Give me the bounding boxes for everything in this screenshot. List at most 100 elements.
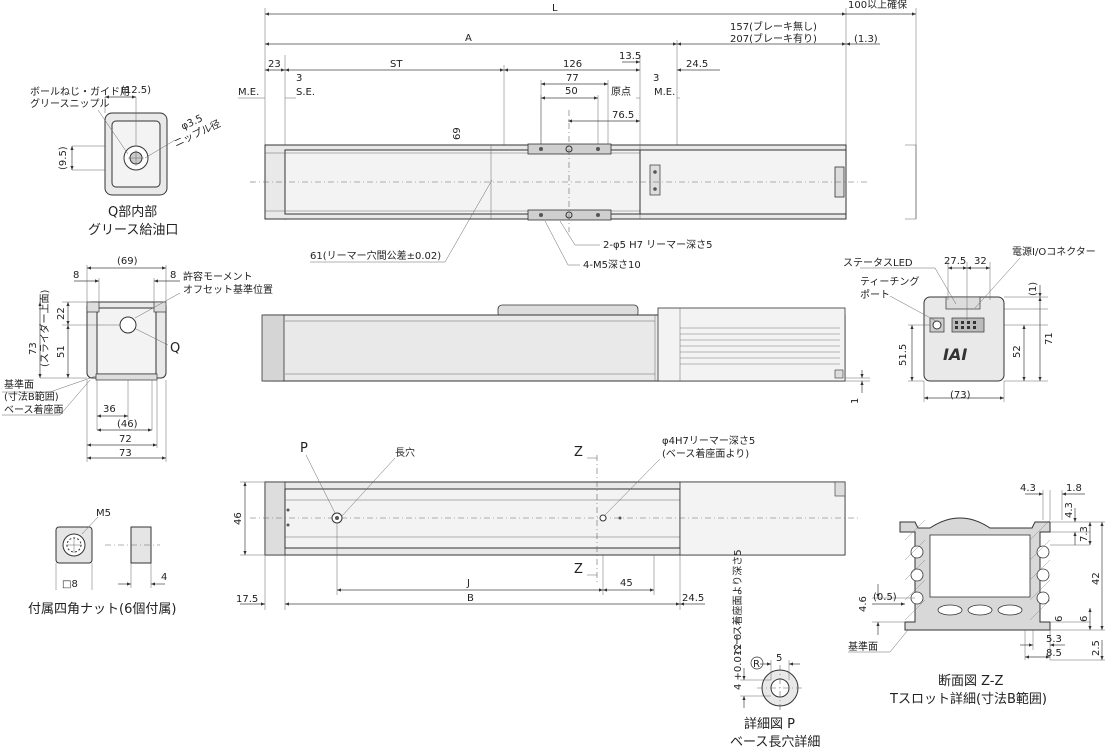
dim-with-brake: 207(ブレーキ有り) [730, 32, 817, 45]
caption-p-1: 詳細図 P [744, 716, 795, 732]
dim-27-5: 27.5 [944, 256, 966, 267]
dim-50: 50 [565, 86, 578, 97]
dim-3b: 3 [653, 73, 659, 84]
dim-6a: 6 [1079, 616, 1090, 622]
dim-51: 51 [56, 345, 67, 358]
label-me-right: M.E. [654, 87, 675, 98]
dim-32: 32 [974, 256, 987, 267]
label-me-left: M.E. [238, 87, 259, 98]
dim-1-front: 1 [850, 398, 861, 404]
top-view: L 100以上確保 157(ブレーキ無し) 207(ブレーキ有り) (1.3) … [238, 0, 917, 271]
dim-clearance: 100以上確保 [848, 0, 907, 11]
caption-z-1: 断面図 Z-Z [938, 674, 1004, 689]
dim-73: 73 [28, 342, 39, 355]
dim-4-nut: 4 [161, 572, 167, 583]
dim-3a: 3 [296, 73, 302, 84]
label-teaching-port-2: ポート [860, 289, 890, 301]
label-q: Q [170, 341, 180, 356]
dim-4-3: 4.3 [1020, 483, 1036, 494]
dim-4-tol: 4 +0.012 0 [733, 634, 744, 690]
dim-1-3: (1.3) [854, 34, 878, 45]
side-view-left: (69) 8 8 許容モーメント オフセット基準位置 22 51 73 (スライ… [2, 256, 273, 462]
label-d4h7-1: φ4H7リーマー深さ5 [662, 435, 755, 447]
dim-1-paren: (1) [1028, 282, 1039, 296]
detail-q: (12.5) (9.5) ボールねじ・ガイド用 グリースニップル φ3.5 ニッ… [30, 85, 223, 238]
dim-69: 69 [452, 127, 463, 140]
label-grease-nipple-2: グリースニップル [30, 97, 110, 110]
dim-4-6: 4.6 [858, 596, 869, 612]
dim-51-5: 51.5 [898, 344, 909, 366]
dim-76-5: 76.5 [612, 110, 634, 121]
label-teaching-port-1: ティーチング [860, 275, 919, 288]
caption-z-2: Tスロット詳細(寸法B範囲) [889, 691, 1047, 707]
label-slider-top: (スライダー上面) [38, 289, 51, 367]
dim-52: 52 [1012, 345, 1023, 358]
dim-72: 72 [119, 434, 132, 445]
dim-71: 71 [1044, 332, 1055, 345]
dim-sq8: □8 [62, 579, 78, 590]
detail-p: 5 R 4 +0.012 0 ベース着座面より深さ5 詳細図 P ベース長穴詳細 [730, 549, 820, 750]
section-z-z: 4.3 1.8 4.3 7.3 42 6 2.5 4.6 (0.5) 5.3 8… [848, 483, 1105, 707]
label-origin: 原点 [611, 86, 631, 98]
dim-12-5: (12.5) [121, 85, 151, 96]
iai-logo: IAI [943, 345, 967, 364]
dim-6b: 6 [1054, 616, 1065, 622]
label-r: R [753, 659, 760, 670]
dim-46-bottom: 46 [233, 512, 244, 525]
dim-73-paren: (73) [950, 390, 971, 401]
bottom-view: P 長穴 φ4H7リーマー深さ5 (ベース着座面より) Z Z 46 J 45 … [233, 435, 860, 610]
label-ref-surface-2: (寸法B範囲) [4, 390, 59, 403]
dim-24-5-bottom: 24.5 [682, 593, 704, 604]
label-status-led: ステータスLED [843, 257, 913, 269]
label-power-connector: 電源I/Oコネクター [1012, 245, 1096, 258]
label-base-mount: ベース着座面 [4, 403, 64, 416]
dim-77: 77 [566, 73, 579, 84]
dim-24-5: 24.5 [686, 59, 708, 70]
label-p: P [300, 441, 308, 456]
label-z2: Z [574, 562, 583, 577]
caption-square-nut: 付属四角ナット(6個付属) [28, 602, 176, 617]
label-ream-holes: 2-φ5 H7 リーマー深さ5 [603, 239, 713, 251]
label-slot: 長穴 [395, 446, 415, 459]
label-se: S.E. [296, 87, 315, 98]
dim-5-detail: 5 [776, 653, 782, 664]
dim-69-paren: (69) [117, 256, 138, 267]
dim-46: (46) [117, 419, 138, 430]
caption-p-2: ベース長穴詳細 [730, 734, 820, 750]
caption-q-2: グリース給油口 [88, 223, 178, 238]
dim-9-5: (9.5) [58, 146, 69, 170]
dim-8a: 8 [73, 270, 79, 281]
label-moment-1: 許容モーメント [183, 270, 253, 283]
side-view-right: IAI ステータスLED 27.5 32 電源I/Oコネクター ティーチング ポ… [843, 245, 1096, 402]
dim-42: 42 [1091, 572, 1102, 585]
dim-J: J [466, 578, 470, 589]
dim-4-3b: 4.3 [1064, 502, 1075, 518]
label-m5-holes: 4-M5深さ10 [583, 259, 641, 271]
label-ref-surface-z: 基準面 [848, 640, 878, 653]
dim-36: 36 [103, 404, 116, 415]
dim-0-5: (0.5) [873, 592, 897, 603]
dim-13-5: 13.5 [619, 51, 641, 62]
dim-73b: 73 [119, 448, 132, 459]
square-nut: M5 □8 4 付属四角ナット(6個付属) [28, 508, 176, 617]
label-m5: M5 [96, 508, 111, 519]
dim-7-3: 7.3 [1079, 526, 1090, 542]
dim-5-3: 5.3 [1046, 634, 1062, 645]
label-moment-2: オフセット基準位置 [183, 283, 273, 296]
dim-ST: ST [390, 59, 403, 70]
dim-22: 22 [56, 307, 67, 320]
label-z1: Z [574, 445, 583, 460]
dim-A: A [465, 33, 472, 44]
dim-B: B [467, 593, 474, 604]
dim-23: 23 [268, 59, 281, 70]
label-d4h7-2: (ベース着座面より) [662, 447, 749, 460]
dim-17-5: 17.5 [236, 594, 258, 605]
dim-no-brake: 157(ブレーキ無し) [730, 20, 817, 33]
label-depth-5-vertical: ベース着座面より深さ5 [731, 549, 744, 655]
dim-126: 126 [563, 59, 582, 70]
dim-1-8: 1.8 [1066, 483, 1082, 494]
front-view: 1 [261, 304, 870, 404]
label-grease-nipple-1: ボールねじ・ガイド用 [30, 86, 130, 98]
dim-8-5: 8.5 [1046, 648, 1062, 659]
